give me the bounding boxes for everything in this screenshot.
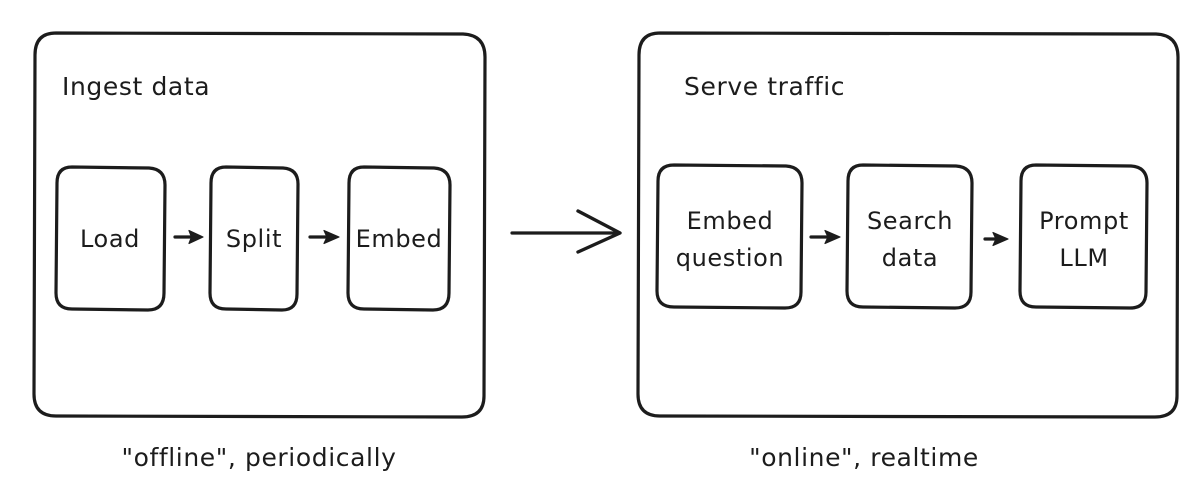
arrow-embed-question-to-search-data-head <box>824 229 841 245</box>
node-load-label: Load <box>80 225 140 253</box>
node-split-outline <box>208 165 300 312</box>
arrow-ingest-to-serve-head <box>576 209 622 254</box>
node-embed-hit-area[interactable] <box>348 167 451 311</box>
node-search-data-outline <box>845 163 974 310</box>
node-search-data[interactable]: Search data <box>845 163 974 310</box>
node-prompt-llm-hit-area[interactable] <box>1020 165 1148 309</box>
arrow-split-to-embed-head <box>323 229 340 245</box>
panel-serve-traffic[interactable]: Serve traffic Embed question Search data <box>636 31 1180 419</box>
arrow-ingest-to-serve <box>510 209 622 254</box>
arrow-embed-question-to-search-data <box>809 229 841 245</box>
panel-ingest-data[interactable]: Ingest data Load Split <box>32 31 487 419</box>
panel-serve-traffic-title: Serve traffic <box>684 72 845 101</box>
arrow-split-to-embed <box>308 229 340 245</box>
caption-ingest-data: "offline", periodically <box>121 443 396 472</box>
node-search-data-label-line-2: data <box>882 244 938 272</box>
node-search-data-hit-area[interactable] <box>847 165 973 309</box>
node-split[interactable]: Split <box>208 165 300 312</box>
node-prompt-llm-label-line-2: LLM <box>1059 244 1108 272</box>
node-load[interactable]: Load <box>54 165 167 312</box>
panel-ingest-data-title: Ingest data <box>62 72 210 101</box>
arrow-search-data-to-prompt-llm-head <box>992 231 1009 247</box>
node-split-label: Split <box>226 225 282 253</box>
node-prompt-llm[interactable]: Prompt LLM <box>1018 163 1149 310</box>
node-embed-question-label-line-2: question <box>676 244 785 272</box>
node-load-outline <box>54 165 167 312</box>
node-embed[interactable]: Embed <box>346 165 452 312</box>
node-embed-question-label-line-1: Embed <box>687 207 774 235</box>
caption-serve-traffic: "online", realtime <box>749 443 979 472</box>
node-embed-question-hit-area[interactable] <box>657 165 803 309</box>
node-embed-label: Embed <box>356 225 443 253</box>
arrow-search-data-to-prompt-llm <box>983 231 1009 247</box>
node-prompt-llm-label-line-1: Prompt <box>1039 207 1129 235</box>
node-embed-outline <box>346 165 452 312</box>
node-embed-question[interactable]: Embed question <box>655 163 804 310</box>
node-load-hit-area[interactable] <box>56 167 166 311</box>
arrow-load-to-split <box>173 229 204 245</box>
node-search-data-label-line-1: Search <box>867 207 953 235</box>
node-embed-question-outline <box>655 163 804 310</box>
arrow-load-to-split-head <box>188 229 204 245</box>
node-prompt-llm-outline <box>1018 163 1149 310</box>
node-split-hit-area[interactable] <box>210 167 299 311</box>
